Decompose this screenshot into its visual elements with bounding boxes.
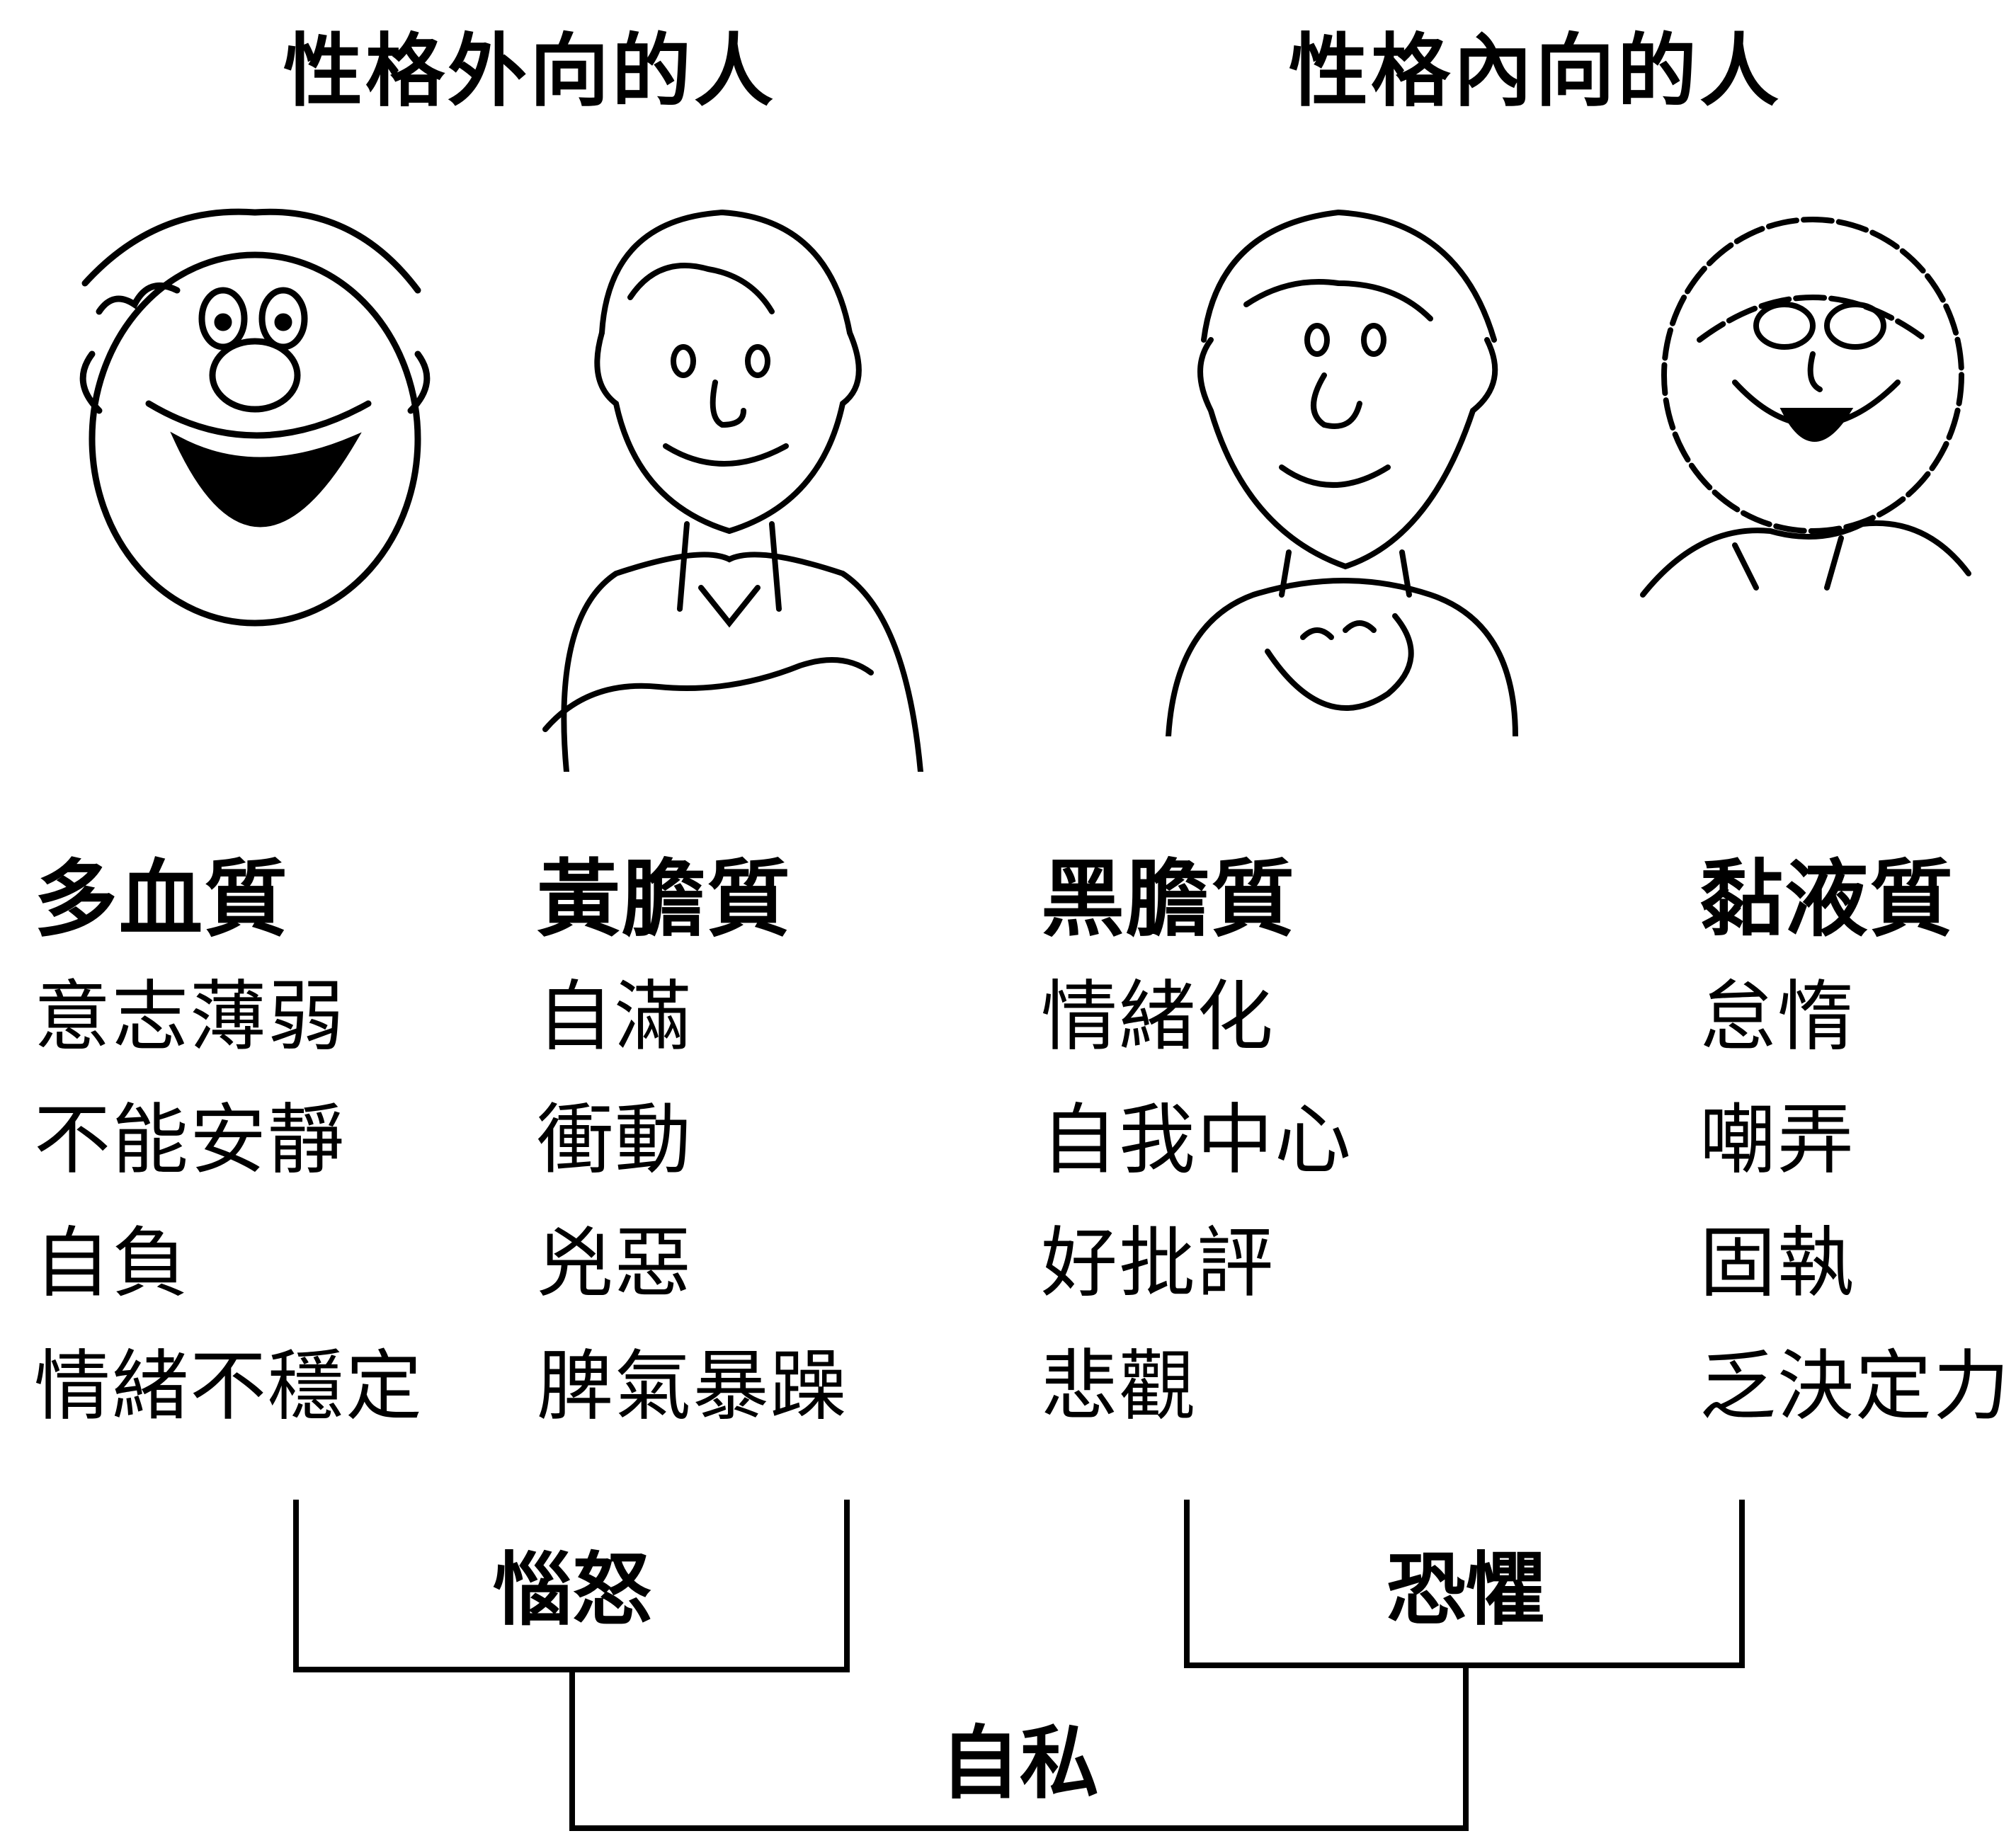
- trait: 固執: [1699, 1219, 1856, 1308]
- trait: 乏決定力: [1699, 1342, 2012, 1431]
- trait: 意志薄弱: [34, 973, 346, 1061]
- fear-label: 恐懼: [1386, 1544, 1545, 1636]
- introvert-title: 性格內向的人: [1289, 25, 1782, 118]
- temperament-name: 多血質: [34, 850, 290, 948]
- choleric-man-icon: [542, 209, 923, 772]
- trait: 兇惡: [537, 1219, 693, 1308]
- trait: 情緒不穩定: [34, 1342, 424, 1431]
- temperament-name: 黑膽質: [1041, 850, 1297, 948]
- trait: 自滿: [537, 973, 693, 1061]
- extrovert-title: 性格外向的人: [283, 25, 776, 118]
- trait: 脾氣暴躁: [537, 1342, 849, 1431]
- selfish-bracket: [569, 1665, 1469, 1831]
- trait: 自負: [34, 1219, 190, 1308]
- trait: 怠惰: [1699, 973, 1856, 1061]
- temperament-name: 黏液質: [1699, 850, 1955, 948]
- temperament-name: 黃膽質: [537, 850, 792, 948]
- temperament-column-choleric: 黃膽質 自滿 衝動 兇惡 脾氣暴躁: [537, 857, 848, 1449]
- trait: 嘲弄: [1699, 1096, 1856, 1185]
- anger-label: 惱怒: [493, 1544, 651, 1636]
- trait: 不能安靜: [34, 1096, 346, 1185]
- temperament-column-phlegmatic: 黏液質 怠惰 嘲弄 固執 乏決定力: [1699, 857, 2011, 1449]
- sanguine-face-icon: [79, 208, 431, 627]
- trait: 衝動: [537, 1096, 693, 1185]
- melancholic-man-icon: [1166, 209, 1518, 736]
- trait: 悲觀: [1041, 1342, 1197, 1431]
- trait: 好批評: [1041, 1219, 1275, 1308]
- temperament-column-melancholic: 黑膽質 情緒化 自我中心 好批評 悲觀: [1041, 857, 1352, 1449]
- phlegmatic-woman-icon: [1640, 217, 1971, 598]
- trait: 情緒化: [1041, 973, 1275, 1061]
- selfish-label: 自私: [940, 1718, 1099, 1810]
- trait: 自我中心: [1041, 1096, 1353, 1185]
- temperament-column-sanguine: 多血質 意志薄弱 不能安靜 自負 情緒不穩定: [34, 857, 423, 1449]
